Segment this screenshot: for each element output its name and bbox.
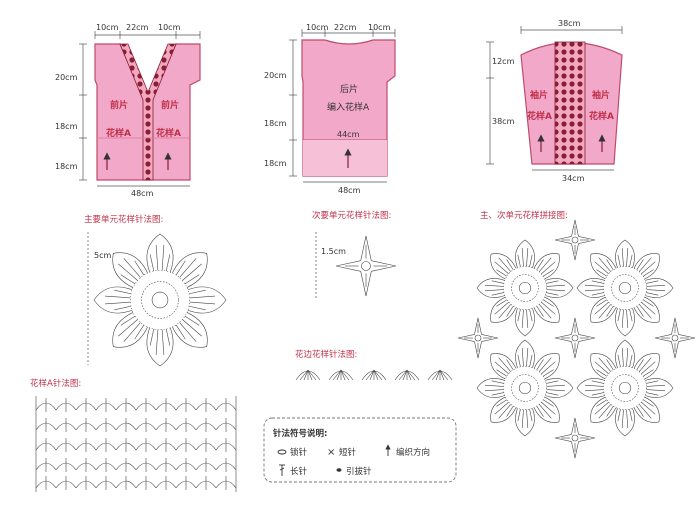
back-side-dim-2: 18cm [264,119,287,128]
pattern-a-title: 花样A针法图: [30,378,81,389]
front-neck-trim [119,43,177,181]
back-piece: 后片 编入花样A 44cm 10cm 22cm 10cm 20cm 18cm 1… [264,23,396,195]
sleeve-top-dim: 38cm [558,19,581,28]
front-piece: 前片 花样A 前片 花样A 10cm 22cm 10cm 20cm 18cm 1… [55,23,201,198]
legend-sc: 短针 [339,447,357,458]
back-hem-band [303,140,387,176]
front-dim-lines [79,31,201,187]
sleeve-arrows [537,134,606,152]
back-top-dim-1: 10cm [306,23,329,32]
slip-symbol-icon [336,468,342,472]
sleeve-center-trim [554,41,586,165]
front-top-dim-2: 22cm [126,23,149,32]
sleeve-piece: 袖片 花样A 袖片 花样A 38cm 12cm 38cm 34cm [486,19,623,183]
sub-motif-title: 次要单元花样针法图: [312,210,391,221]
join-chart [457,219,696,459]
sub-motif-chart [335,235,397,297]
legend-direction: 编织方向 [396,447,430,458]
back-label-2: 编入花样A [327,101,370,113]
front-left-label-1: 前片 [110,99,128,111]
front-side-dim-3: 18cm [55,162,78,171]
sleeve-right-label-1: 袖片 [591,89,610,101]
sleeve-left-label-2: 花样A [527,110,552,122]
sc-symbol-icon: × [327,447,335,458]
sleeve-dim-lines [486,26,623,171]
sleeve-side-dim-1: 12cm [492,57,515,66]
front-side-dim-2: 18cm [55,122,78,131]
legend-dc: 长针 [290,466,308,477]
back-side-dim-3: 18cm [264,159,287,168]
sleeve-side-dim-2: 38cm [492,117,515,126]
edging-chart [295,369,453,381]
chain-symbol-icon [277,449,287,455]
stitch-legend: 针法符号说明: 锁针 × 短针 编织方向 长针 引拔针 [263,417,457,483]
sleeve-left-label-1: 袖片 [529,89,548,101]
main-motif-chart [93,233,227,367]
legend-title: 针法符号说明: [273,428,327,439]
main-motif-title: 主要单元花样针法图: [84,214,163,225]
edging-title: 花边花样针法图: [295,349,357,360]
main-motif-size: 5cm [94,251,111,260]
front-arrows [103,152,172,170]
front-top-dim-3: 10cm [158,23,181,32]
legend-slip: 引拔针 [346,466,372,477]
front-side-dim-1: 20cm [55,73,78,82]
sleeve-right-label-2: 花样A [589,110,614,122]
legend-box [263,417,457,483]
back-bottom-dim: 48cm [338,186,361,195]
front-bottom-dim: 48cm [131,189,154,198]
front-left-label-2: 花样A [106,127,131,139]
back-label-1: 后片 [340,83,358,95]
back-top-dim-3: 10cm [368,23,391,32]
front-top-dim-1: 10cm [96,23,119,32]
join-title: 主、次单元花样拼接图: [480,210,568,221]
back-side-dim-1: 20cm [264,71,287,80]
back-top-dim-2: 22cm [334,23,357,32]
pattern-a-chart [35,396,237,492]
back-waist-dim: 44cm [337,130,360,139]
sleeve-bottom-dim: 34cm [562,174,585,183]
front-right-label-2: 花样A [156,127,181,139]
front-right-label-1: 前片 [161,99,179,111]
back-dim-lines [289,29,396,183]
legend-chain: 锁针 [290,447,308,458]
dc-symbol-icon [279,464,285,476]
sub-motif-size: 1.5cm [321,247,346,256]
